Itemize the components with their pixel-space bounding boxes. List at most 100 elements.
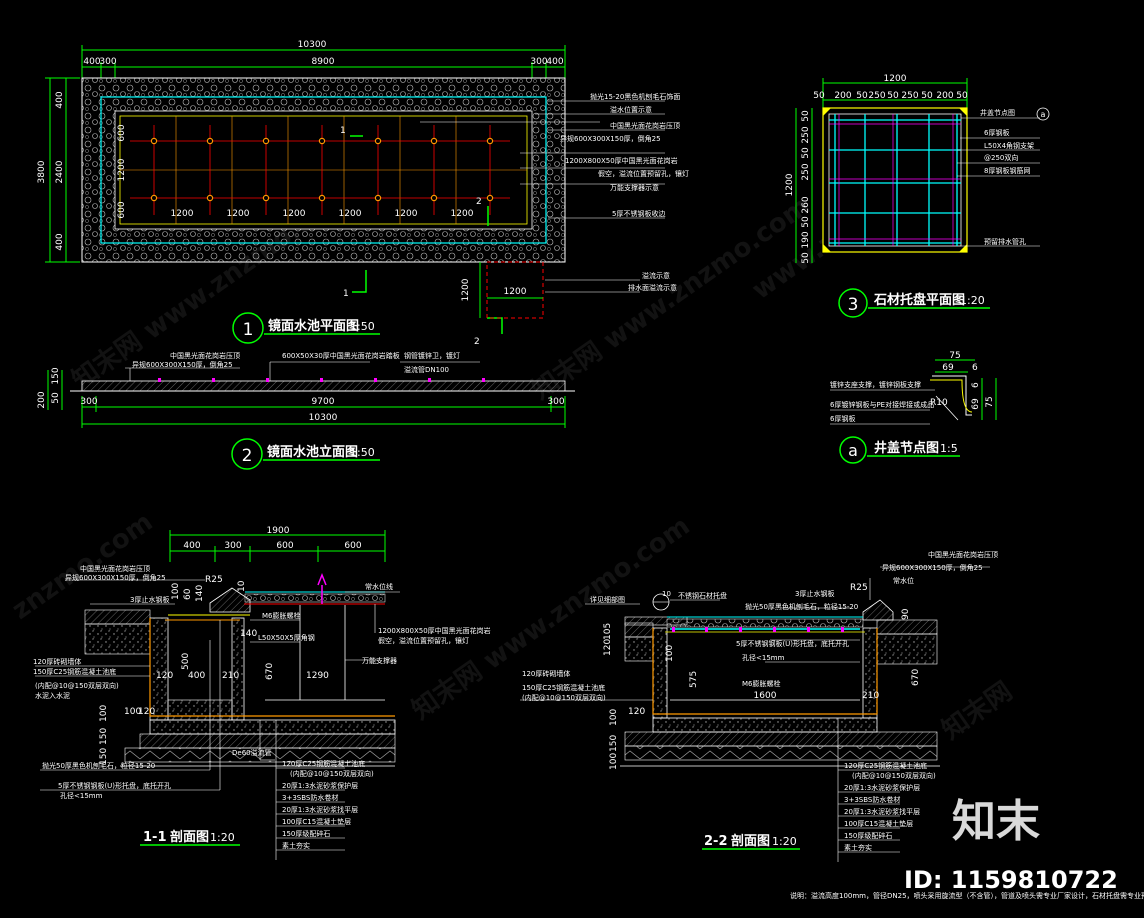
- tray-note: 井盖节点图: [980, 108, 1015, 117]
- dim: 120: [138, 707, 155, 717]
- dim: 50: [801, 147, 811, 159]
- plan-note: 溢流示意: [642, 271, 670, 280]
- layer-label: 20厚1:3水泥砂浆保护层: [282, 781, 358, 790]
- dim-total: 10300: [309, 413, 338, 423]
- tray-supports: [672, 627, 844, 632]
- dim: 300: [80, 397, 97, 407]
- dim: 210: [222, 671, 239, 681]
- elevation-note: 异规600X300X150厚，倒角25: [132, 360, 233, 369]
- dim: 6: [972, 363, 978, 373]
- section-note: M6膨胀螺栓: [742, 679, 781, 688]
- dim: 400: [183, 541, 200, 551]
- tray-note: @250双向: [984, 153, 1018, 162]
- layer-label: (内配@10@150双层双向): [852, 771, 936, 780]
- dim: 190: [801, 231, 811, 248]
- tray-grid: [829, 114, 961, 246]
- detail-note: 6厚镀锌钢板与PE对接焊接或成品: [830, 400, 934, 409]
- section-mark-1: 1: [343, 289, 349, 299]
- layer-label: 20厚1:3水泥砂浆找平层: [844, 807, 920, 816]
- drawing-number: a: [848, 441, 858, 460]
- dim: 75: [985, 396, 995, 407]
- layer-label: 20厚1:3水泥砂浆保护层: [844, 783, 920, 792]
- drawing-scale: 1:50: [350, 320, 375, 333]
- layer-label: 150厚级配碎石: [844, 831, 892, 840]
- dim: 1200: [451, 209, 474, 219]
- dim: 1200: [339, 209, 362, 219]
- section-note: 常水位线: [365, 582, 393, 591]
- dim: 600: [117, 124, 127, 141]
- dim: 9700: [312, 397, 335, 407]
- layer-label: 素土夯实: [282, 841, 310, 850]
- dim: 50: [956, 91, 968, 101]
- tray-note: 8厚钢板钢筋网: [984, 166, 1030, 175]
- dim: 1290: [306, 671, 329, 681]
- drawing-number: 1-1: [143, 830, 167, 845]
- brand-watermark: 知末: [952, 796, 1040, 847]
- tray-leaders: [957, 117, 1040, 247]
- elevation-note: 600X50X30厚中国黑光面花岗岩踏板: [282, 351, 400, 360]
- layer-label: 150厚级配碎石: [282, 829, 330, 838]
- dim: 100: [124, 707, 141, 717]
- drawing-scale: 1:20: [960, 294, 985, 307]
- section-mark-2: 2: [476, 197, 482, 207]
- layer-label: 素土夯实: [844, 843, 872, 852]
- dim: 50: [887, 91, 899, 101]
- dim: 120: [156, 671, 173, 681]
- dim: 200: [936, 91, 953, 101]
- pond-elevation-view: 中国黑光面花岗岩压顶 异规600X300X150厚，倒角25 600X50X30…: [37, 351, 575, 470]
- section-note: 5厚不锈钢钢板(U)形托盘，底托开孔: [736, 639, 849, 648]
- dim: 400: [188, 671, 205, 681]
- dim: 300: [547, 397, 564, 407]
- dim-total: 1900: [267, 526, 290, 536]
- drawing-title: 镜面水池平面图: [268, 318, 359, 334]
- drawing-number: 1: [243, 320, 254, 340]
- dim: 150: [99, 728, 109, 745]
- dim: 150: [51, 367, 61, 384]
- dim: 50: [801, 110, 811, 122]
- drawing-scale: 1:5: [940, 442, 958, 455]
- dim: 75: [949, 351, 960, 361]
- section-note: 水泥入水泥: [35, 691, 70, 700]
- plan-note: 万能支撑器示意: [610, 183, 659, 192]
- cover-detail: 75 69 6 R10 6 69 75 镀锌支座支撑，镀锌钢板支撑 6厚镀锌钢板…: [830, 351, 997, 464]
- section-note: 150厚C25钢筋混凝土池底: [33, 667, 116, 676]
- section-note: 5厚不锈钢钢板(U)形托盘，底托开孔: [58, 781, 171, 790]
- drawing-number: 2-2: [704, 834, 728, 849]
- pond-plan-view: 10300 400 300 8900 300 400 3800 400 2400…: [37, 40, 689, 347]
- dim: 1200: [283, 209, 306, 219]
- layer-label: 100厚C15混凝土垫层: [282, 817, 351, 826]
- drawing-title: 井盖节点图: [874, 440, 939, 456]
- drawing-title: 剖面图: [731, 833, 770, 849]
- dim: 100: [665, 645, 675, 662]
- tray-note: L50X4角钢支架: [984, 141, 1034, 150]
- dim: 600: [276, 541, 293, 551]
- layer-label: (内配@10@150双层双向): [290, 769, 374, 778]
- support-nodes: [150, 137, 494, 202]
- section-note: (内配@10@150双层双向): [522, 693, 606, 702]
- dim: 300: [530, 57, 547, 67]
- layer-label: 20厚1:3水泥砂浆找平层: [282, 805, 358, 814]
- section-note: 3厚止水钢板: [130, 595, 169, 604]
- section-note: De60溢流管: [232, 748, 272, 757]
- section-note: M6膨胀螺栓: [262, 611, 301, 620]
- section-note: 详见细部图: [590, 595, 625, 604]
- dim: 60: [183, 588, 193, 600]
- plan-note: 5厚不锈钢板收边: [612, 209, 665, 218]
- plan-note: 异规600X300X150厚，倒角25: [560, 134, 661, 143]
- tray-note: 6厚钢板: [984, 128, 1009, 137]
- dim: 300: [99, 57, 116, 67]
- dim: 1200: [504, 287, 527, 297]
- tray-note: 预留排水管孔: [984, 237, 1026, 246]
- plan-note: 假空，溢流位置预留孔，镶灯: [598, 169, 689, 178]
- section-note: 1200X800X50厚中国黑光面花岗岩: [378, 626, 491, 635]
- dim-top-total: 10300: [298, 40, 327, 50]
- dim: 69: [942, 363, 954, 373]
- dim: R25: [850, 583, 868, 593]
- dim: 100: [609, 709, 619, 726]
- section-note: 10: [662, 590, 671, 598]
- section-note: 常水位: [893, 576, 914, 585]
- footer-note: 说明：溢流高度100mm，管径DN25，喷头采用旋流型（不含管），管道及喷头需专…: [790, 891, 1144, 900]
- elevation-note: 钢管镀锌卫，镀灯: [404, 351, 460, 360]
- section-leaders: [35, 579, 221, 791]
